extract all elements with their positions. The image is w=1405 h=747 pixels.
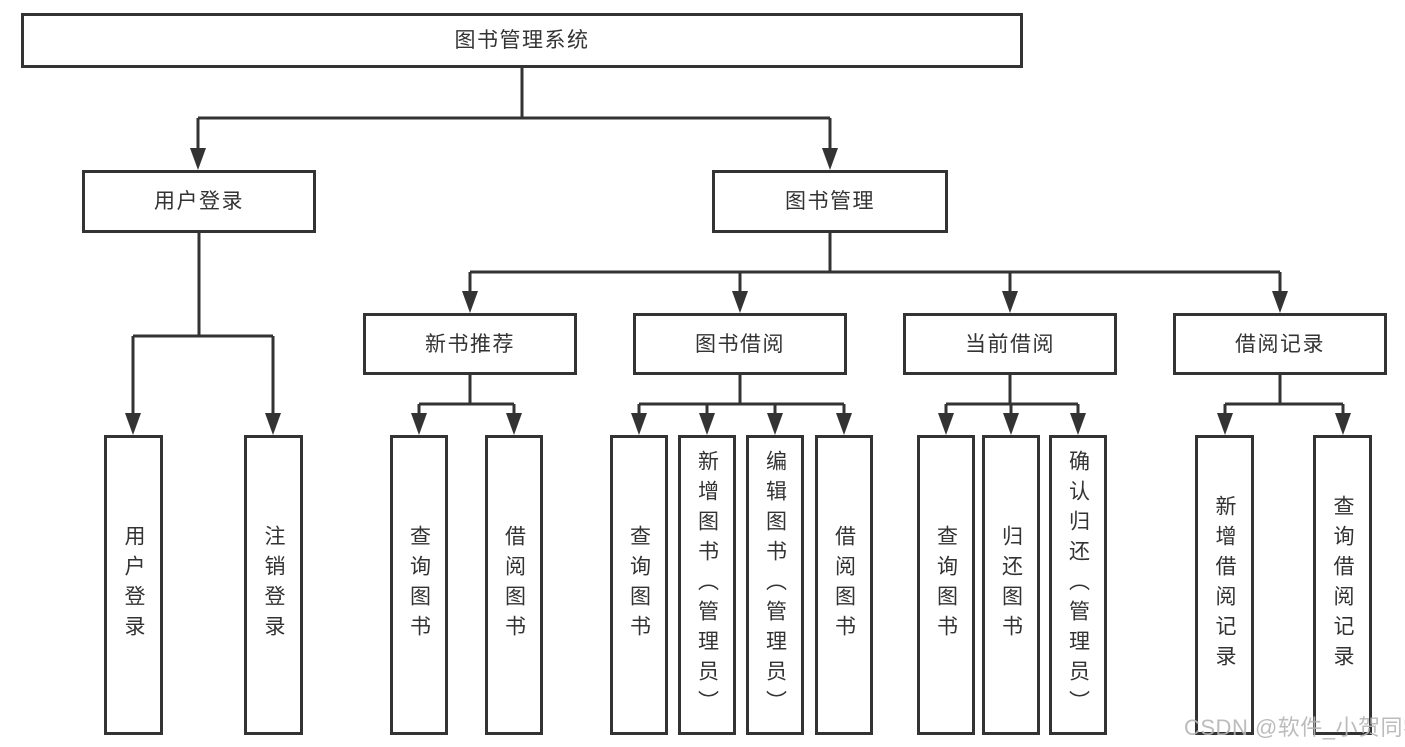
node-borrowing-records: 借阅记录 [1173, 313, 1387, 375]
arrowhead-icons [125, 148, 1351, 435]
node-borrow-books-recommend: 借阅图书 [485, 435, 543, 735]
node-query-books-recommend: 查询图书 [390, 435, 448, 735]
node-library-management-system: 图书管理系统 [21, 13, 1023, 68]
node-borrow-books-borrowing: 借阅图书 [815, 435, 873, 735]
node-edit-book-admin: 编辑图书（管理员） [746, 435, 804, 735]
node-confirm-return-admin: 确认归还（管理员） [1049, 435, 1107, 735]
node-query-borrowing-record: 查询借阅记录 [1313, 435, 1372, 735]
node-user-login-leaf: 用户登录 [104, 435, 163, 735]
node-query-books-current: 查询图书 [917, 435, 975, 735]
node-user-login: 用户登录 [82, 170, 316, 233]
node-add-borrowing-record: 新增借阅记录 [1195, 435, 1254, 735]
node-new-book-recommendation: 新书推荐 [363, 313, 577, 375]
node-current-borrowing: 当前借阅 [903, 313, 1117, 375]
node-book-borrowing: 图书借阅 [633, 313, 847, 375]
node-book-management: 图书管理 [712, 170, 948, 233]
node-return-book: 归还图书 [982, 435, 1040, 735]
connector-lines [131, 68, 1345, 415]
node-query-books-borrowing: 查询图书 [610, 435, 668, 735]
watermark: CSDN @软件_小贺同学 [1184, 715, 1405, 740]
node-logout-leaf: 注销登录 [244, 435, 303, 735]
node-add-book-admin: 新增图书（管理员） [678, 435, 736, 735]
